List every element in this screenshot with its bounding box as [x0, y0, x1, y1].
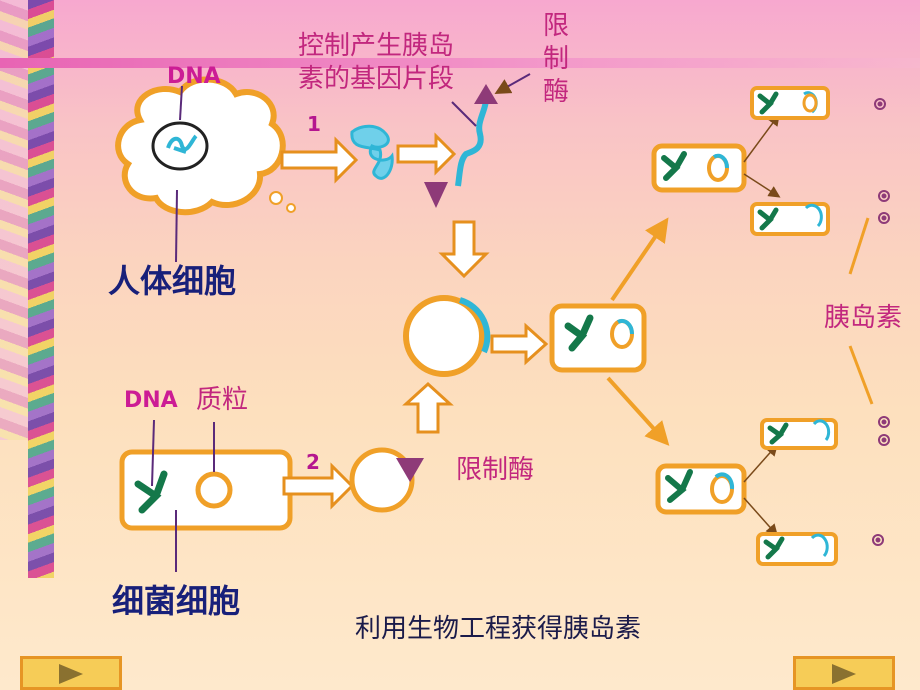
bacterial-cell [119, 449, 293, 531]
pointer-human-cell [175, 189, 178, 263]
insulin-molecules [872, 98, 890, 546]
play-icon [59, 664, 83, 684]
bacterium-small-4 [756, 532, 838, 566]
label-restriction-enzyme-bottom: 限制酶 [456, 455, 535, 485]
arrow-up-right [610, 217, 669, 302]
label-insulin: 胰岛素 [824, 303, 903, 333]
restriction-enzyme-left [424, 182, 448, 208]
decorative-ribbon [28, 0, 54, 578]
label-dna-human: DNA [167, 64, 221, 89]
step-number-2: 2 [306, 450, 320, 474]
label-enzyme-char2: 制 [542, 44, 569, 74]
arrow-to-bacterium [490, 322, 549, 366]
extracted-dna [350, 124, 394, 180]
arrow-step2 [282, 462, 355, 510]
label-restriction-enzyme-top: 限 制 酶 [541, 10, 571, 109]
restriction-enzyme-bottom [396, 458, 424, 482]
label-enzyme-char1: 限 [542, 11, 569, 41]
label-bacterial-cell: 细菌细胞 [112, 582, 241, 620]
step-number-1: 1 [307, 112, 321, 136]
label-insulin-gene-line1: 控制产生胰岛 [298, 31, 455, 61]
plasmid [195, 471, 233, 509]
arrow-down [438, 220, 490, 279]
bacterium-small-1 [750, 86, 830, 120]
arrow-down-right [606, 376, 670, 446]
pointer-insulin-up [848, 217, 870, 275]
pointer-gene-label [451, 101, 477, 127]
pointer-enzyme-label [494, 73, 531, 94]
diagram-caption: 利用生物工程获得胰岛素 [355, 614, 642, 644]
pointer-insulin-down [848, 345, 874, 405]
arrow-to-gene [396, 132, 457, 176]
next-slide-button[interactable] [793, 656, 895, 690]
human-cell [115, 76, 296, 216]
restriction-enzyme-top [474, 84, 498, 104]
label-enzyme-char3: 酶 [542, 77, 569, 107]
extracted-plasmid [349, 447, 424, 513]
dna-fragment-human [166, 134, 198, 152]
bacterium-upper [651, 143, 747, 193]
pointer-dna-bottom [151, 419, 155, 487]
arrow-step1 [280, 136, 359, 184]
decorative-top-bar [0, 58, 920, 68]
decorative-pattern-left [0, 0, 28, 440]
play-icon [832, 664, 856, 684]
bacterium-small-2 [750, 202, 830, 236]
label-dna-bacterial: DNA [124, 388, 178, 413]
prev-slide-button[interactable] [20, 656, 122, 690]
recombinant-plasmid [403, 295, 491, 377]
insulin-gene-fragment [455, 91, 490, 187]
label-insulin-gene-line2: 素的基因片段 [298, 64, 455, 94]
engineered-bacterium [549, 303, 647, 373]
label-insulin-gene: 控制产生胰岛 素的基因片段 [298, 30, 454, 96]
label-plasmid: 质粒 [196, 385, 249, 415]
bacterium-lower [655, 463, 747, 515]
arrow-up [402, 381, 454, 434]
bacterium-small-3 [760, 418, 838, 450]
label-human-cell: 人体细胞 [108, 262, 237, 300]
pointer-dna-top [179, 85, 183, 121]
